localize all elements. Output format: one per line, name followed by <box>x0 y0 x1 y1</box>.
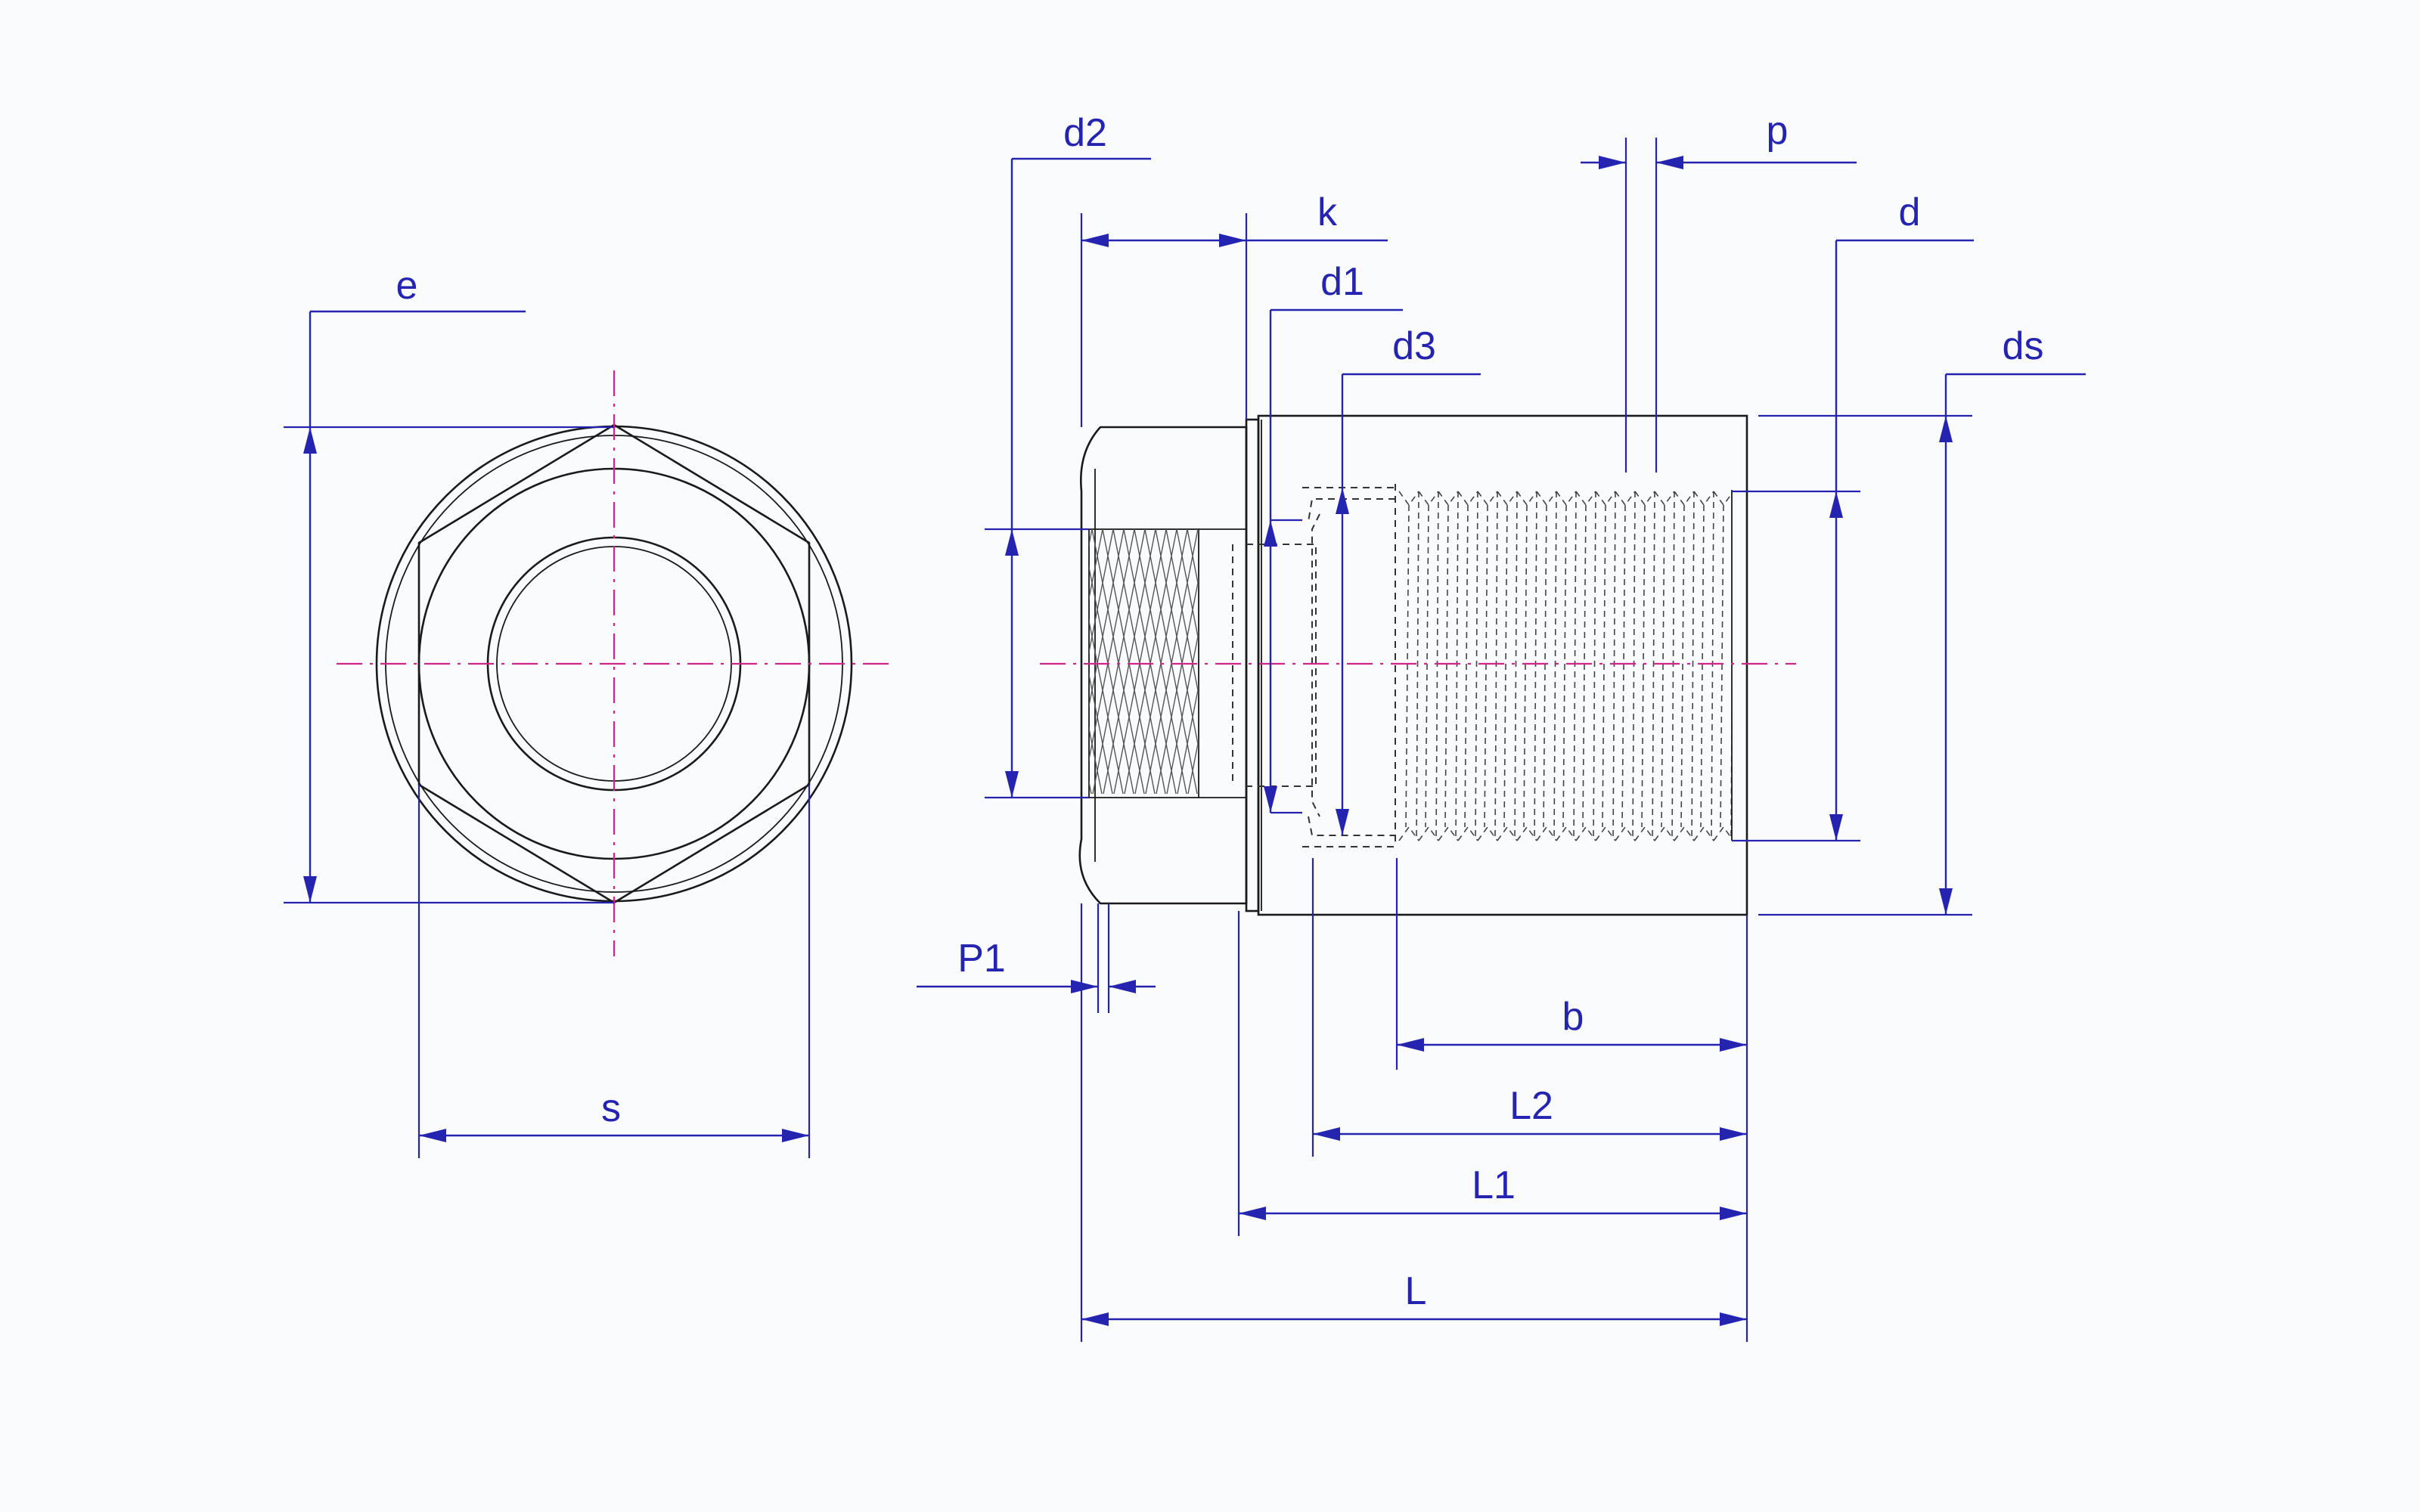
dimension-b: b <box>1397 995 1747 1052</box>
internal-thread <box>1398 491 1732 841</box>
dimension-P1: P1 <box>917 903 1156 1013</box>
label-b: b <box>1562 995 1584 1039</box>
body-outline <box>1257 414 1748 916</box>
side-view: d2 k d1 d3 <box>917 109 2086 1342</box>
dimension-L2: L2 <box>1313 1084 1747 1141</box>
label-p: p <box>1767 109 1789 153</box>
dimension-d2: d2 <box>985 111 1151 799</box>
dimension-d1: d1 <box>1264 260 1403 814</box>
dimension-e: e <box>284 264 614 904</box>
hidden-relief <box>1232 544 1317 787</box>
dimension-k: k <box>1080 191 1388 427</box>
dimension-L1: L1 <box>1239 1163 1747 1220</box>
neck-outline <box>1245 418 1260 912</box>
dimension-d: d <box>1732 191 1974 842</box>
label-d1: d1 <box>1320 260 1364 304</box>
thread-hatch <box>1398 491 1732 841</box>
hidden-thread-relief <box>1302 484 1396 847</box>
label-L: L <box>1405 1269 1427 1313</box>
label-d2: d2 <box>1063 111 1107 155</box>
label-e: e <box>396 264 418 308</box>
knurl-hatch <box>1089 529 1199 794</box>
label-ds: ds <box>2003 324 2044 368</box>
front-view: e s <box>284 264 896 1158</box>
label-d: d <box>1899 191 1921 234</box>
label-d3: d3 <box>1392 324 1436 368</box>
knurl-pattern <box>1089 529 1199 794</box>
dimension-L: L <box>1081 1269 1747 1326</box>
dimension-ds: ds <box>1758 324 2086 916</box>
label-k: k <box>1317 191 1338 234</box>
label-P1: P1 <box>957 937 1006 981</box>
label-s: s <box>601 1086 621 1130</box>
label-L2: L2 <box>1509 1084 1553 1128</box>
hex-head-outline <box>1078 426 1248 905</box>
dimension-p: p <box>1581 109 1857 472</box>
dimension-s: s <box>417 785 811 1158</box>
label-L1: L1 <box>1472 1163 1516 1207</box>
dimension-d3: d3 <box>1336 324 1481 835</box>
